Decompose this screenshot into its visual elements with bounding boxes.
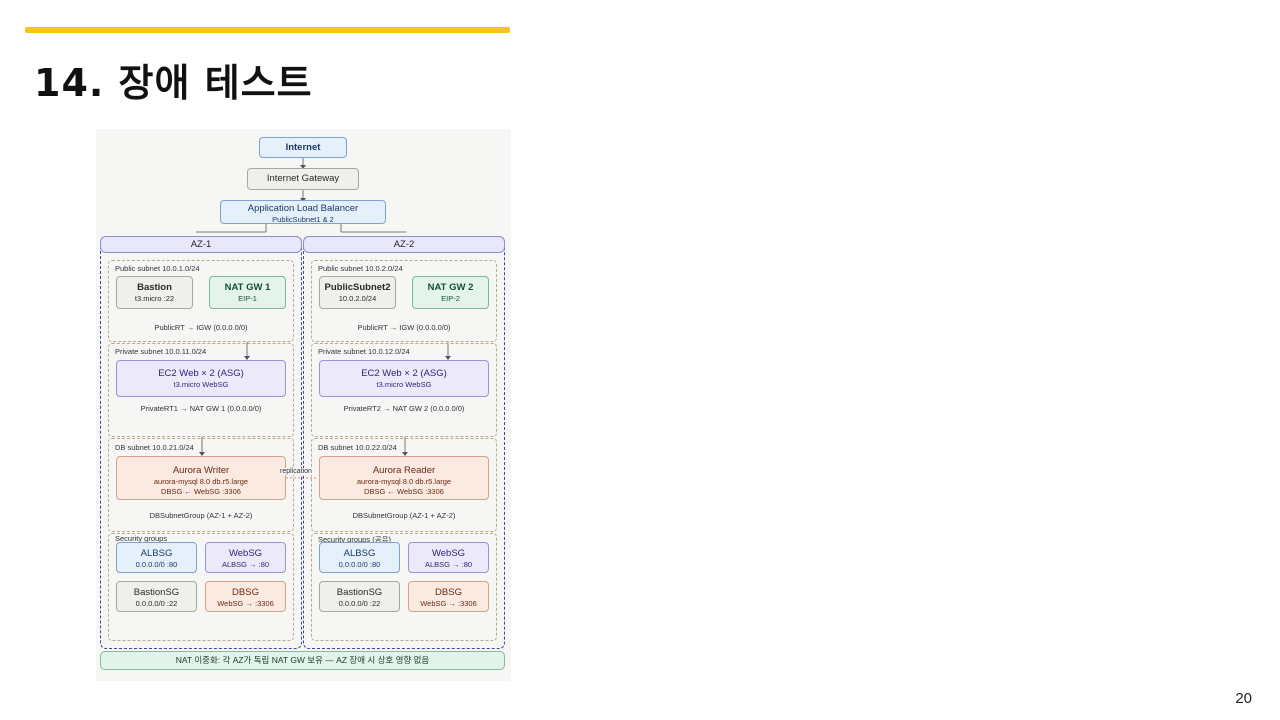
az2-security-groups xyxy=(311,533,497,641)
az2-private-subnet xyxy=(311,343,497,437)
az2-ec2-node: EC2 Web × 2 (ASG) t3.micro WebSG xyxy=(319,360,489,397)
az1-public-subnet xyxy=(108,260,294,342)
az1-public-rt: PublicRT → IGW (0.0.0.0/0) xyxy=(154,323,248,332)
alb-node: Application Load Balancer PublicSubnet1 … xyxy=(220,200,386,224)
az2-albsg-node: ALBSG 0.0.0.0/0 :80 xyxy=(319,542,400,573)
az2-db-subnet-group: DBSubnetGroup (AZ-1 + AZ-2) xyxy=(352,511,456,520)
az1-db-subnet xyxy=(108,438,294,532)
internet-gateway-node: Internet Gateway xyxy=(247,168,359,190)
connector-lines xyxy=(196,158,451,479)
az2-public-subnet xyxy=(311,260,497,342)
az2-dbsg-node: DBSG WebSG → :3306 xyxy=(408,581,489,612)
internet-node: Internet xyxy=(259,137,347,158)
az2-db-subnet-label: DB subnet 10.0.22.0/24 xyxy=(318,443,397,452)
az1-private-subnet-label: Private subnet 10.0.11.0/24 xyxy=(115,347,207,356)
accent-bar xyxy=(25,27,510,33)
az2-websg-node: WebSG ALBSG → :80 xyxy=(408,542,489,573)
az1-bastion-node: Bastion t3.micro :22 xyxy=(116,276,193,309)
az2-private-subnet-label: Private subnet 10.0.12.0/24 xyxy=(318,347,410,356)
az2-db-subnet xyxy=(311,438,497,532)
az1-db-subnet-label: DB subnet 10.0.21.0/24 xyxy=(115,443,194,452)
az1-sg-label: Security groups xyxy=(115,534,168,543)
aurora-reader-node: Aurora Reader aurora-mysql 8.0 db.r5.lar… xyxy=(319,456,489,500)
az2-private-rt: PrivateRT2 → NAT GW 2 (0.0.0.0/0) xyxy=(343,404,465,413)
az2-sg-label: Security groups (공유) xyxy=(318,535,391,544)
az1-private-subnet xyxy=(108,343,294,437)
az1-public-subnet-label: Public subnet 10.0.1.0/24 xyxy=(115,264,200,273)
az2-public-subnet-label: Public subnet 10.0.2.0/24 xyxy=(318,264,403,273)
az1-bastionsg-node: BastionSG 0.0.0.0/0 :22 xyxy=(116,581,197,612)
az2-public-subnet-node: PublicSubnet2 10.0.2.0/24 xyxy=(319,276,396,309)
az1-header: AZ-1 xyxy=(100,236,302,253)
replication-label: replication xyxy=(280,468,312,475)
az1-db-subnet-group: DBSubnetGroup (AZ-1 + AZ-2) xyxy=(149,511,253,520)
az1-security-groups xyxy=(108,533,294,641)
az2-header: AZ-2 xyxy=(303,236,505,253)
footer-note: NAT 이중화: 각 AZ가 독립 NAT GW 보유 — AZ 장애 시 상호… xyxy=(100,651,505,670)
architecture-diagram: Internet Internet Gateway Application Lo… xyxy=(96,129,511,681)
aurora-writer-node: Aurora Writer aurora-mysql 8.0 db.r5.lar… xyxy=(116,456,286,500)
az1-private-rt: PrivateRT1 → NAT GW 1 (0.0.0.0/0) xyxy=(140,404,262,413)
az1-dbsg-node: DBSG WebSG → :3306 xyxy=(205,581,286,612)
page-number: 20 xyxy=(1235,690,1252,707)
az1-nat-gw-node: NAT GW 1 EIP-1 xyxy=(209,276,286,309)
az2-nat-gw-node: NAT GW 2 EIP-2 xyxy=(412,276,489,309)
az2-bastionsg-node: BastionSG 0.0.0.0/0 :22 xyxy=(319,581,400,612)
az1-ec2-node: EC2 Web × 2 (ASG) t3.micro WebSG xyxy=(116,360,286,397)
az2-public-rt: PublicRT → IGW (0.0.0.0/0) xyxy=(357,323,451,332)
slide-title: 14. 장애 테스트 xyxy=(34,61,313,105)
az1-albsg-node: ALBSG 0.0.0.0/0 :80 xyxy=(116,542,197,573)
az1-websg-node: WebSG ALBSG → :80 xyxy=(205,542,286,573)
